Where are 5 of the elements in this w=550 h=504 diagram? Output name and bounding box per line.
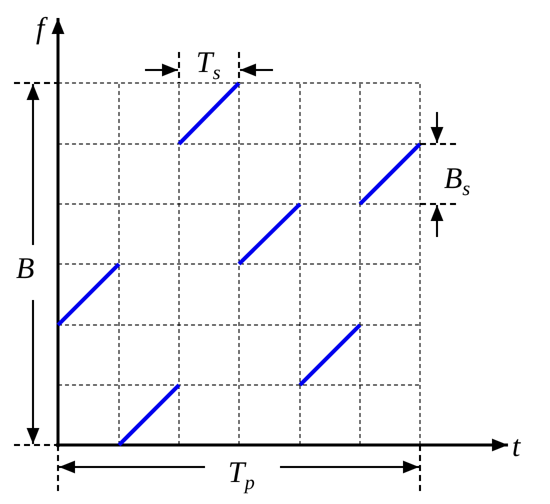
dimension-label: T$_{s}$ <box>196 48 220 83</box>
dimension-label: T$_{p}$ <box>228 458 255 493</box>
dimension-label: B$_{s}$ <box>444 164 470 199</box>
axis-label: t <box>512 432 520 462</box>
dimension-label: B <box>16 254 34 284</box>
